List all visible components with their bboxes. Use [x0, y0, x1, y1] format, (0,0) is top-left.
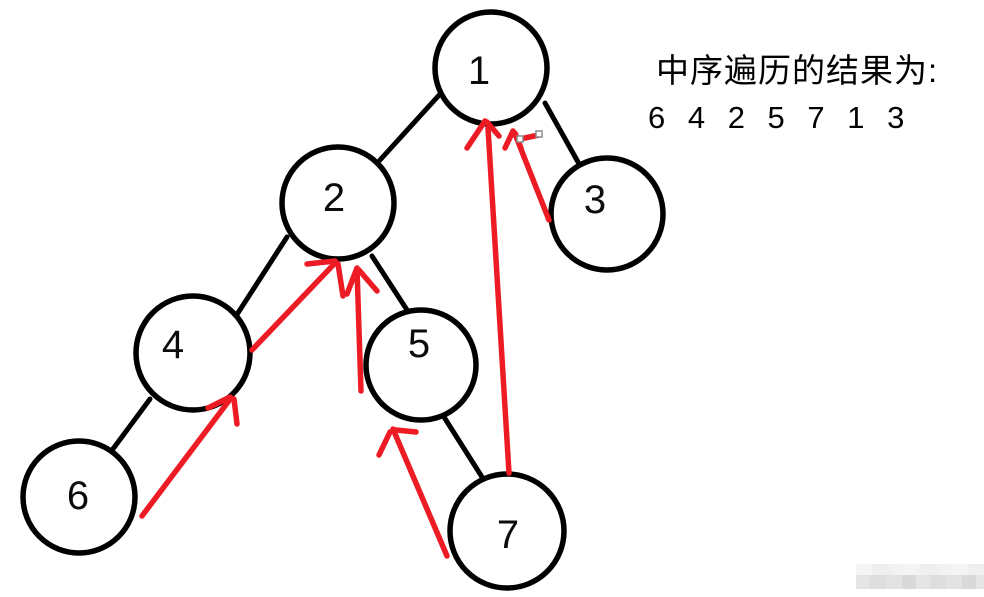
selection-handle-right[interactable]: [535, 130, 543, 138]
blurred-watermark-row: [856, 575, 984, 589]
edge-2-4: [233, 234, 290, 319]
blurred-watermark: [856, 564, 984, 589]
selected-stroke: [516, 130, 543, 143]
blurred-watermark-row: [856, 564, 984, 575]
node-2-circle: [279, 144, 397, 262]
node-6-label: 6: [67, 474, 89, 518]
arrow-7-to-5-head: [376, 427, 419, 458]
selection-handle-left[interactable]: [516, 135, 524, 143]
arrow-6-to-4: [139, 394, 240, 519]
arrow-7-to-1-head: [464, 118, 502, 151]
tree-nodes: 1 2 3 4 5 6 7: [20, 9, 666, 591]
arrow-6-to-4-head: [205, 394, 240, 427]
node-7-label: 7: [497, 513, 519, 557]
node-4-circle: [133, 293, 253, 413]
tree-node-7: 7: [447, 471, 567, 591]
edge-2-5: [369, 253, 412, 316]
arrow-5-to-2-shaft: [354, 266, 364, 394]
node-2-label: 2: [323, 176, 345, 220]
edge-4-6: [104, 396, 153, 460]
arrow-4-to-2-shaft: [249, 259, 339, 353]
tree-node-1: 1: [432, 9, 550, 127]
tree-node-2: 2: [279, 144, 397, 262]
edge-1-3: [542, 100, 581, 165]
edge-5-7: [441, 414, 485, 480]
traversal-arrows: [139, 118, 552, 559]
tree-node-3: 3: [548, 155, 666, 273]
arrow-4-to-2-head: [304, 258, 346, 299]
arrow-4-to-2: [249, 258, 346, 353]
node-1-label: 1: [468, 49, 490, 93]
arrow-7-to-5-shaft: [390, 426, 450, 559]
node-4-label: 4: [162, 323, 184, 367]
node-5-circle: [363, 307, 479, 423]
arrow-7-to-1: [464, 118, 512, 476]
arrow-7-to-1-shaft: [485, 125, 512, 476]
inorder-result-text: 6 4 2 5 7 1 3: [648, 100, 906, 135]
arrow-3-to-1: [502, 128, 552, 223]
node-1-circle: [432, 9, 550, 127]
arrow-6-to-4-shaft: [139, 395, 234, 519]
node-6-circle: [20, 438, 138, 556]
tree-node-5: 5: [363, 307, 479, 423]
arrow-5-to-2: [344, 265, 380, 394]
node-3-circle: [548, 155, 666, 273]
tree-node-6: 6: [20, 438, 138, 556]
arrow-5-to-2-head: [344, 265, 380, 297]
edge-1-2: [377, 90, 444, 163]
tree-edges: [104, 90, 581, 480]
node-5-label: 5: [408, 322, 430, 366]
arrow-7-to-5: [376, 426, 450, 559]
tree-node-4: 4: [133, 293, 253, 413]
node-3-label: 3: [584, 178, 606, 222]
inorder-caption: 中序遍历的结果为:: [656, 52, 939, 89]
